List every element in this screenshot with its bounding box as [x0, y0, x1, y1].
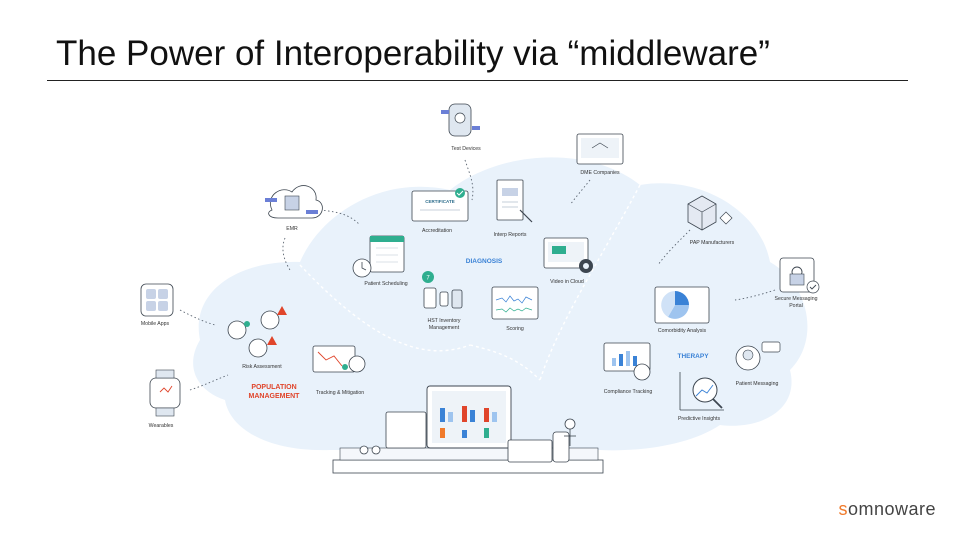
compliance-tracking-label: Compliance Tracking — [604, 389, 653, 395]
inventory-count-badge: 7 — [426, 276, 430, 282]
interp-reports-label: Interp Reports — [494, 232, 527, 238]
mobile-apps-label: Mobile Apps — [141, 321, 170, 327]
hst-inventory-label-line2: Management — [429, 325, 460, 331]
interp-reports-icon — [496, 179, 533, 223]
central-devices-illustration — [332, 385, 604, 474]
connector-lines — [179, 159, 776, 391]
video-in-cloud-icon — [543, 237, 593, 273]
tracking-mitigation-icon — [312, 345, 366, 373]
test-devices-icon — [441, 103, 480, 137]
accreditation-icon: CERTIFICATE — [411, 188, 469, 222]
compliance-tracking-icon — [603, 342, 651, 381]
cloud-dividers — [299, 184, 641, 381]
dme-companies-label: DME Companies — [580, 170, 620, 176]
patient-scheduling-icon — [352, 235, 405, 278]
scoring-label: Scoring — [506, 326, 524, 332]
risk-assessment-label: Risk Assessment — [242, 364, 282, 370]
secure-messaging-portal-icon — [779, 257, 820, 294]
emr-cloud-icon — [265, 185, 323, 219]
video-in-cloud-label: Video in Cloud — [550, 279, 584, 285]
population-heading-line2: MANAGEMENT — [249, 393, 301, 400]
certificate-text: CERTIFICATE — [425, 199, 454, 204]
test-devices-label: Test Devices — [451, 146, 481, 152]
secure-messaging-label-line2: Portal — [789, 303, 803, 309]
predictive-insights-label: Predictive Insights — [678, 416, 721, 422]
somnoware-logo: somnoware — [838, 499, 936, 519]
mobile-apps-icon — [140, 283, 174, 317]
hst-inventory-label-line1: HST Inventory — [427, 318, 460, 324]
comorbidity-analysis-label: Comorbidity Analysis — [658, 328, 707, 334]
title-underline — [47, 80, 908, 81]
emr-label: EMR — [286, 226, 298, 232]
therapy-heading: THERAPY — [677, 353, 709, 360]
hst-inventory-icon: 7 — [422, 271, 463, 309]
scoring-icon — [491, 286, 539, 320]
risk-assessment-icon — [227, 306, 287, 358]
patient-messaging-label: Patient Messaging — [736, 381, 779, 387]
tracking-mitigation-label: Tracking & Mitigation — [316, 390, 364, 396]
wearables-icon — [149, 369, 181, 417]
patient-scheduling-label: Patient Scheduling — [364, 281, 407, 287]
patient-messaging-icon — [735, 341, 781, 371]
predictive-insights-icon — [679, 372, 724, 411]
population-heading-line1: POPULATION — [251, 384, 296, 391]
secure-messaging-label-line1: Secure Messaging — [775, 296, 818, 302]
accreditation-label: Accreditation — [422, 228, 452, 234]
slide-title: The Power of Interoperability via “middl… — [56, 34, 770, 73]
diagnosis-heading: DIAGNOSIS — [466, 258, 503, 265]
comorbidity-analysis-icon — [654, 286, 710, 324]
pap-manufacturers-icon — [687, 195, 733, 231]
pap-manufacturers-label: PAP Manufacturers — [690, 240, 735, 246]
dme-companies-icon — [576, 133, 624, 165]
wearables-label: Wearables — [149, 423, 174, 429]
